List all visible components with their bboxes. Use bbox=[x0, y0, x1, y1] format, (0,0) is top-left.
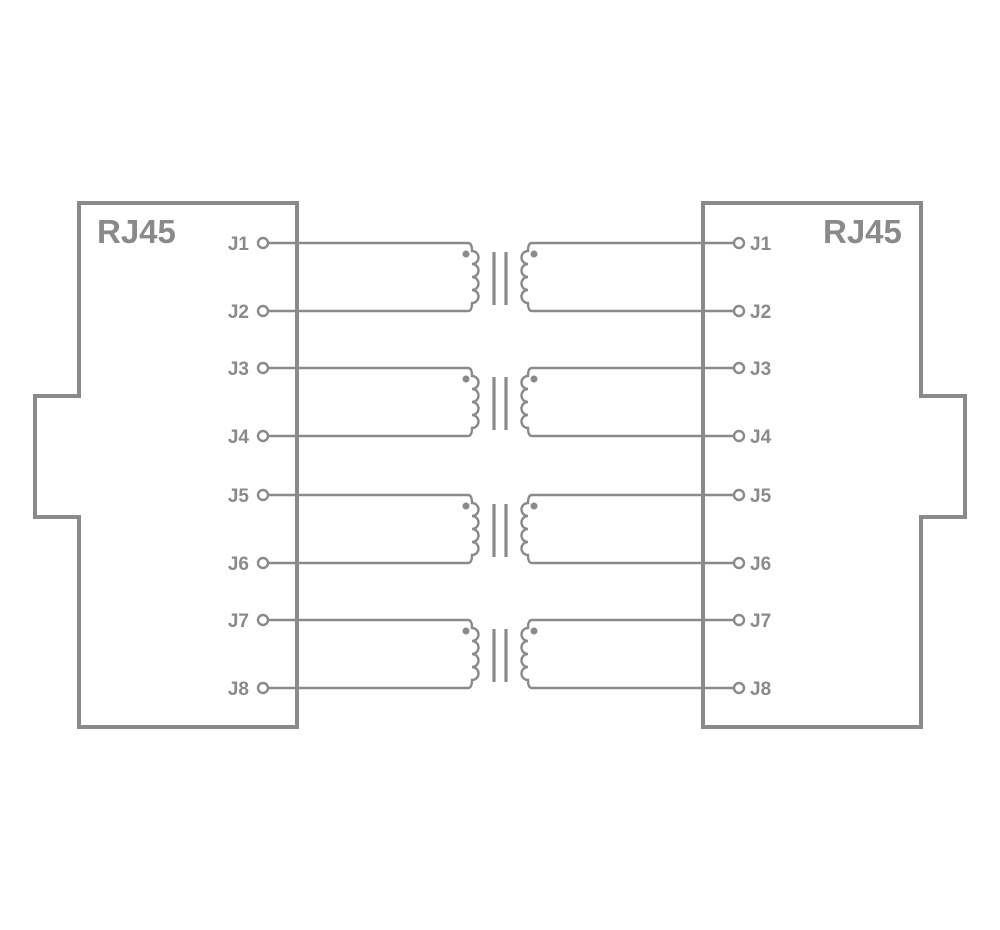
left-pin-label: J2 bbox=[228, 302, 249, 323]
primary-winding bbox=[467, 618, 480, 690]
secondary-winding bbox=[520, 241, 533, 313]
left-rj45-outline bbox=[33, 201, 299, 729]
polarity-dot bbox=[530, 250, 538, 258]
left-pin-j8-terminal bbox=[256, 681, 270, 695]
right-pin-label: J2 bbox=[750, 302, 771, 323]
right-pin-label: J7 bbox=[750, 611, 771, 632]
secondary-winding bbox=[520, 366, 533, 438]
transformer-4 bbox=[462, 618, 538, 690]
left-pin-j6-terminal bbox=[256, 556, 270, 570]
transformer-2 bbox=[462, 366, 538, 438]
right-pin-j6-terminal bbox=[732, 556, 746, 570]
right-pin-label: J4 bbox=[750, 427, 772, 448]
right-pin-j4-terminal bbox=[732, 429, 746, 443]
left-pin-j4-terminal bbox=[256, 429, 270, 443]
right-pin-j3-terminal bbox=[732, 361, 746, 375]
right-pin-label: J6 bbox=[750, 554, 771, 575]
right-pin-label: J8 bbox=[750, 679, 771, 700]
left-pin-j5-terminal bbox=[256, 488, 270, 502]
right-pin-j1-terminal bbox=[732, 236, 746, 250]
right-pin-j5-terminal bbox=[732, 488, 746, 502]
right-pin-label: J5 bbox=[750, 486, 772, 507]
left-pin-j3-terminal bbox=[256, 361, 270, 375]
polarity-dot bbox=[462, 502, 470, 510]
polarity-dot bbox=[462, 250, 470, 258]
polarity-dot bbox=[530, 627, 538, 635]
left-pin-label: J4 bbox=[228, 427, 250, 448]
right-connector-title: RJ45 bbox=[823, 213, 902, 250]
right-pin-j2-terminal bbox=[732, 304, 746, 318]
left-pin-j1-terminal bbox=[256, 236, 270, 250]
secondary-winding bbox=[520, 493, 533, 565]
left-pin-label: J1 bbox=[228, 234, 250, 255]
left-pin-label: J6 bbox=[228, 554, 249, 575]
polarity-dot bbox=[462, 375, 470, 383]
transformers-layer bbox=[462, 241, 538, 690]
left-pin-j7-terminal bbox=[256, 613, 270, 627]
left-pin-label: J5 bbox=[228, 486, 250, 507]
primary-winding bbox=[467, 366, 480, 438]
left-pin-label: J8 bbox=[228, 679, 249, 700]
right-pin-label: J3 bbox=[750, 359, 771, 380]
right-pin-j8-terminal bbox=[732, 681, 746, 695]
polarity-dot bbox=[530, 375, 538, 383]
right-rj45-outline bbox=[701, 201, 967, 729]
polarity-dot bbox=[462, 627, 470, 635]
left-pin-label: J7 bbox=[228, 611, 249, 632]
right-pin-label: J1 bbox=[750, 234, 772, 255]
right-pin-j7-terminal bbox=[732, 613, 746, 627]
secondary-winding bbox=[520, 618, 533, 690]
transformer-3 bbox=[462, 493, 538, 565]
transformer-1 bbox=[462, 241, 538, 313]
left-pin-j2-terminal bbox=[256, 304, 270, 318]
primary-winding bbox=[467, 493, 480, 565]
primary-winding bbox=[467, 241, 480, 313]
left-pin-label: J3 bbox=[228, 359, 249, 380]
polarity-dot bbox=[530, 502, 538, 510]
left-connector-title: RJ45 bbox=[97, 213, 176, 250]
